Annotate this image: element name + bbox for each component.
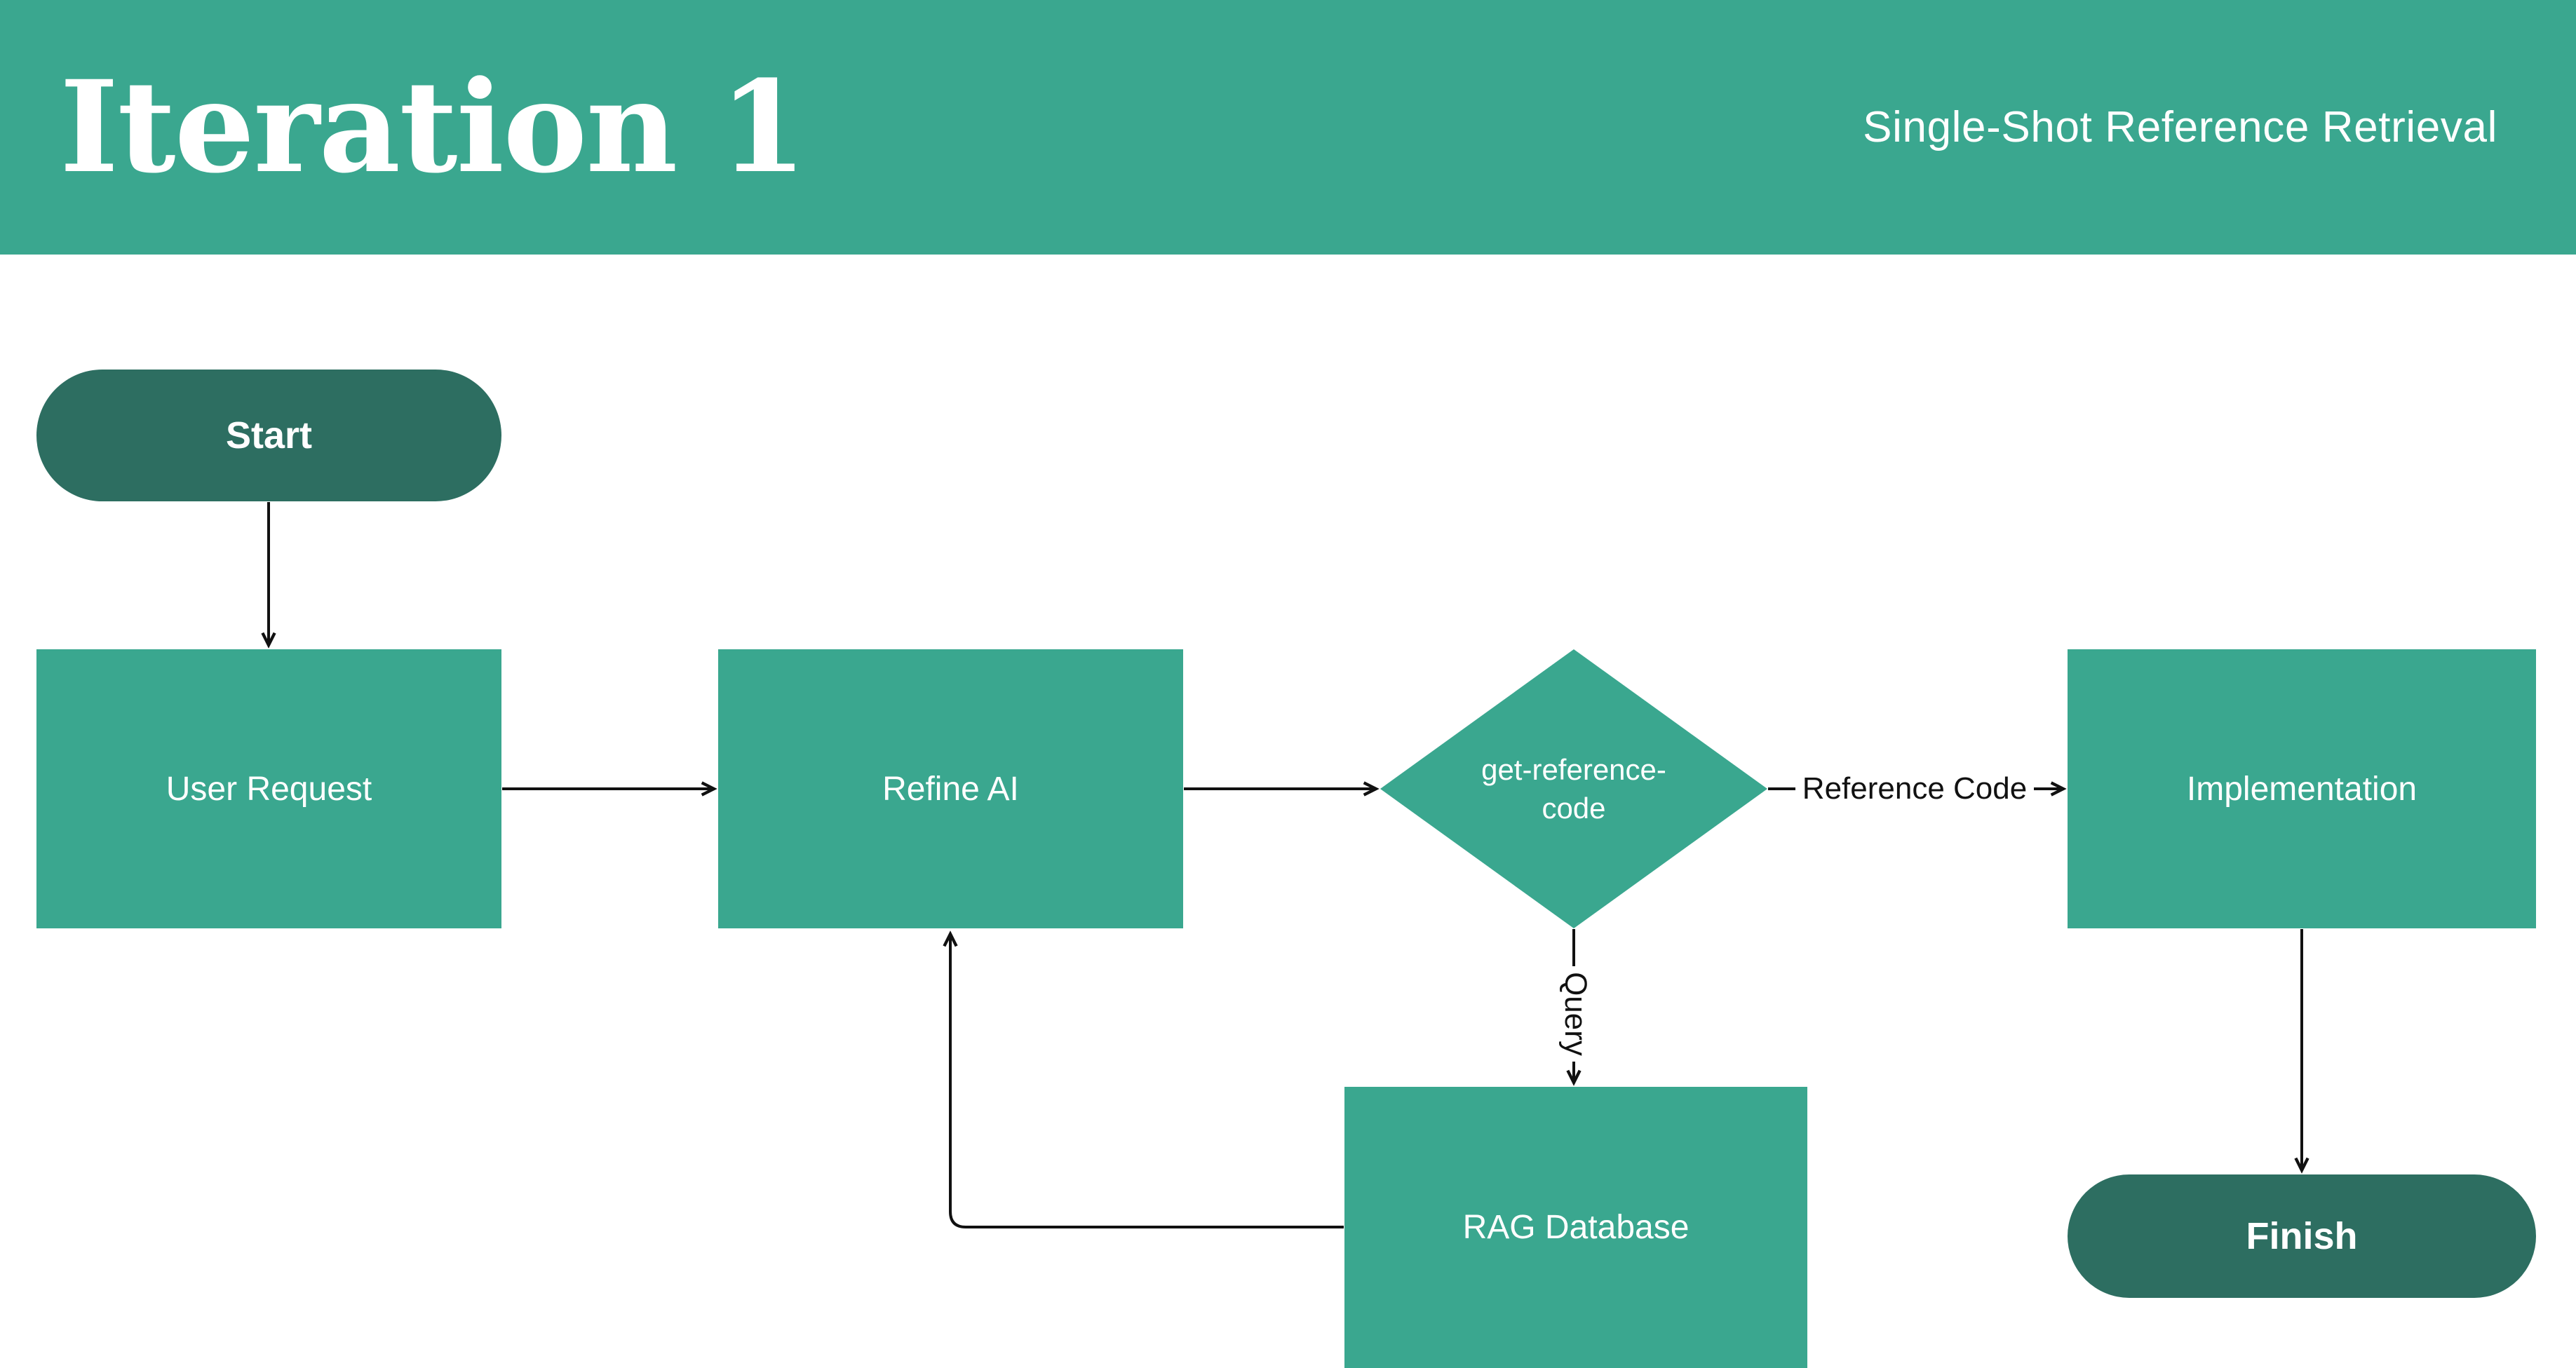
edge-label-reference-code: Reference Code xyxy=(1802,771,2028,806)
node-start-label: Start xyxy=(225,414,313,456)
node-refine-ai: Refine AI xyxy=(718,649,1183,928)
node-start: Start xyxy=(36,370,501,501)
node-refine-ai-label: Refine AI xyxy=(882,770,1019,808)
node-decision-label: get-reference- code xyxy=(1481,752,1666,825)
page-title: Iteration 1 xyxy=(60,53,807,201)
node-finish: Finish xyxy=(2068,1174,2536,1298)
node-rag-database: RAG Database xyxy=(1344,1087,1807,1368)
header-banner: Iteration 1 Single-Shot Reference Retrie… xyxy=(0,0,2576,255)
node-implementation: Implementation xyxy=(2068,649,2536,928)
node-implementation-label: Implementation xyxy=(2186,770,2417,808)
node-user-request: User Request xyxy=(36,649,501,928)
page-subtitle: Single-Shot Reference Retrieval xyxy=(1863,103,2497,151)
edge-rag-database-to-refine-ai xyxy=(950,934,1344,1228)
node-user-request-label: User Request xyxy=(166,770,372,808)
edge-label-query: Query xyxy=(1558,972,1593,1056)
node-finish-label: Finish xyxy=(2246,1215,2358,1257)
node-rag-database-label: RAG Database xyxy=(1462,1209,1690,1246)
